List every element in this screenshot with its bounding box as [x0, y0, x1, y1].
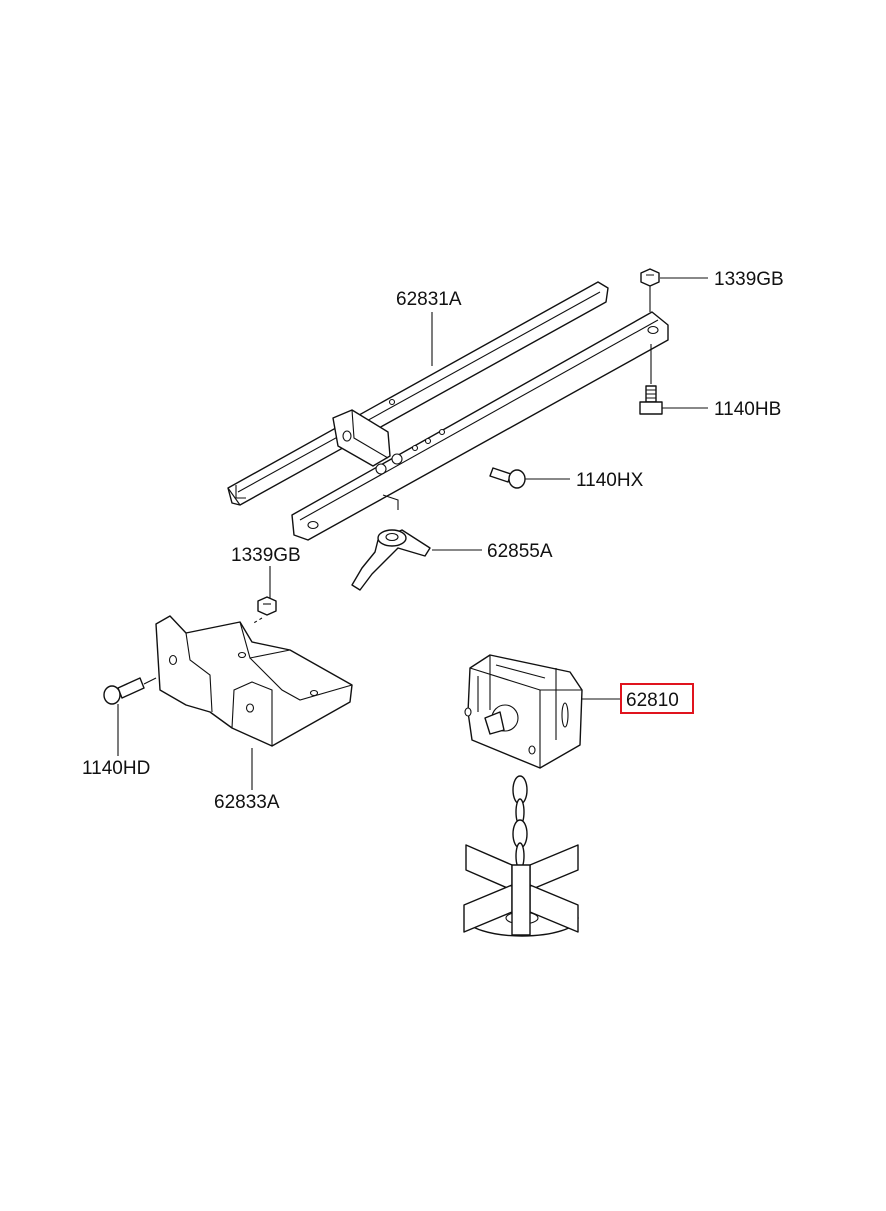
label-bracket: 62833A	[214, 792, 280, 813]
label-bolt-left: 1140HD	[82, 758, 150, 779]
label-bolt-mid: 1140HX	[576, 470, 644, 491]
bolt-left	[103, 677, 157, 705]
jack-assembly	[463, 654, 583, 937]
bracket	[155, 615, 353, 747]
label-nut-top: 1339GB	[714, 269, 784, 290]
bolt-top	[639, 344, 663, 415]
label-rail: 62831A	[396, 289, 462, 310]
label-wing-bolt: 62855A	[487, 541, 553, 562]
wing-bolt	[351, 529, 431, 591]
bolt-mid	[489, 467, 526, 489]
label-nut-left: 1339GB	[231, 545, 301, 566]
leader-lines	[117, 277, 708, 790]
label-bolt-top: 1140HB	[714, 399, 781, 420]
nut-top	[640, 268, 660, 312]
nut-left	[251, 596, 277, 625]
highlight-box	[620, 683, 694, 714]
label-jack: 62810	[626, 690, 679, 711]
rail-assembly	[227, 281, 669, 541]
